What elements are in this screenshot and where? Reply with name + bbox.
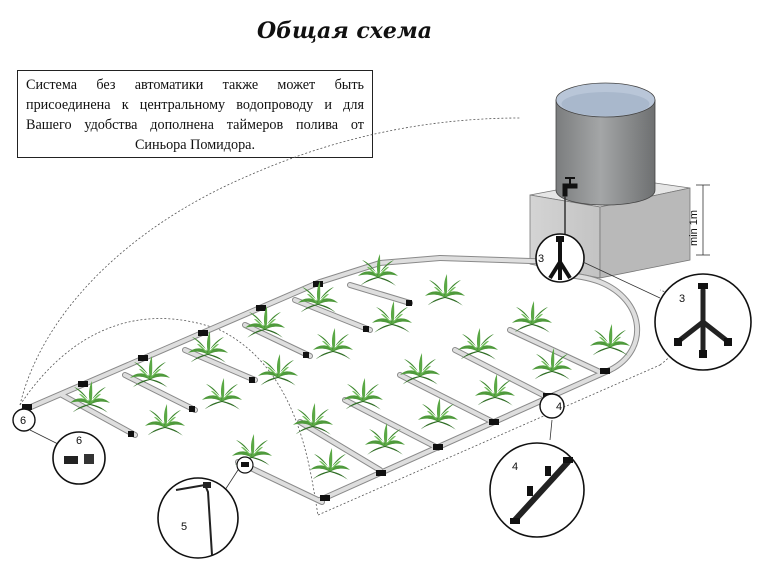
plant bbox=[512, 301, 552, 333]
plant bbox=[310, 448, 350, 480]
leader-line bbox=[549, 419, 553, 441]
callout-3-detail-label: 3 bbox=[679, 293, 685, 305]
callout-6-label: 6 bbox=[20, 415, 26, 427]
callout-3-detail: 3 bbox=[654, 273, 752, 371]
right-pipe-network bbox=[235, 272, 640, 505]
tap-icon bbox=[562, 177, 578, 240]
height-dimension bbox=[696, 184, 710, 256]
left-pipe-network bbox=[21, 255, 563, 438]
plant bbox=[145, 404, 185, 436]
callout-5-label: 5 bbox=[181, 521, 187, 533]
height-label: min 1m bbox=[688, 210, 700, 246]
greenhouse-outline bbox=[19, 117, 687, 516]
info-note-box: Система без автоматики также может быть … bbox=[17, 70, 373, 158]
leader-line bbox=[582, 261, 661, 299]
callout-5-detail: 5 bbox=[157, 477, 239, 559]
callout-4: 4 bbox=[539, 393, 565, 419]
callout-6-detail: 6 bbox=[52, 431, 106, 485]
info-note-text: Система без автоматики также может быть … bbox=[26, 77, 364, 153]
plant bbox=[202, 378, 242, 410]
plant bbox=[425, 274, 465, 306]
diagram-title: Общая схема bbox=[256, 18, 433, 44]
callout-6-detail-label: 6 bbox=[76, 435, 82, 447]
callout-3: 3 bbox=[535, 233, 585, 283]
callout-4-detail: 4 bbox=[489, 442, 585, 538]
leader-line bbox=[224, 469, 239, 491]
leader-line bbox=[29, 429, 61, 446]
callout-3-label: 3 bbox=[538, 253, 544, 265]
plant bbox=[258, 354, 298, 386]
water-tank bbox=[555, 82, 656, 206]
callout-4-detail-label: 4 bbox=[512, 461, 518, 473]
plant bbox=[590, 324, 630, 356]
callout-5-marker bbox=[236, 456, 254, 474]
callout-4-label: 4 bbox=[556, 401, 562, 413]
plant bbox=[313, 328, 353, 360]
callout-6: 6 bbox=[12, 408, 36, 432]
